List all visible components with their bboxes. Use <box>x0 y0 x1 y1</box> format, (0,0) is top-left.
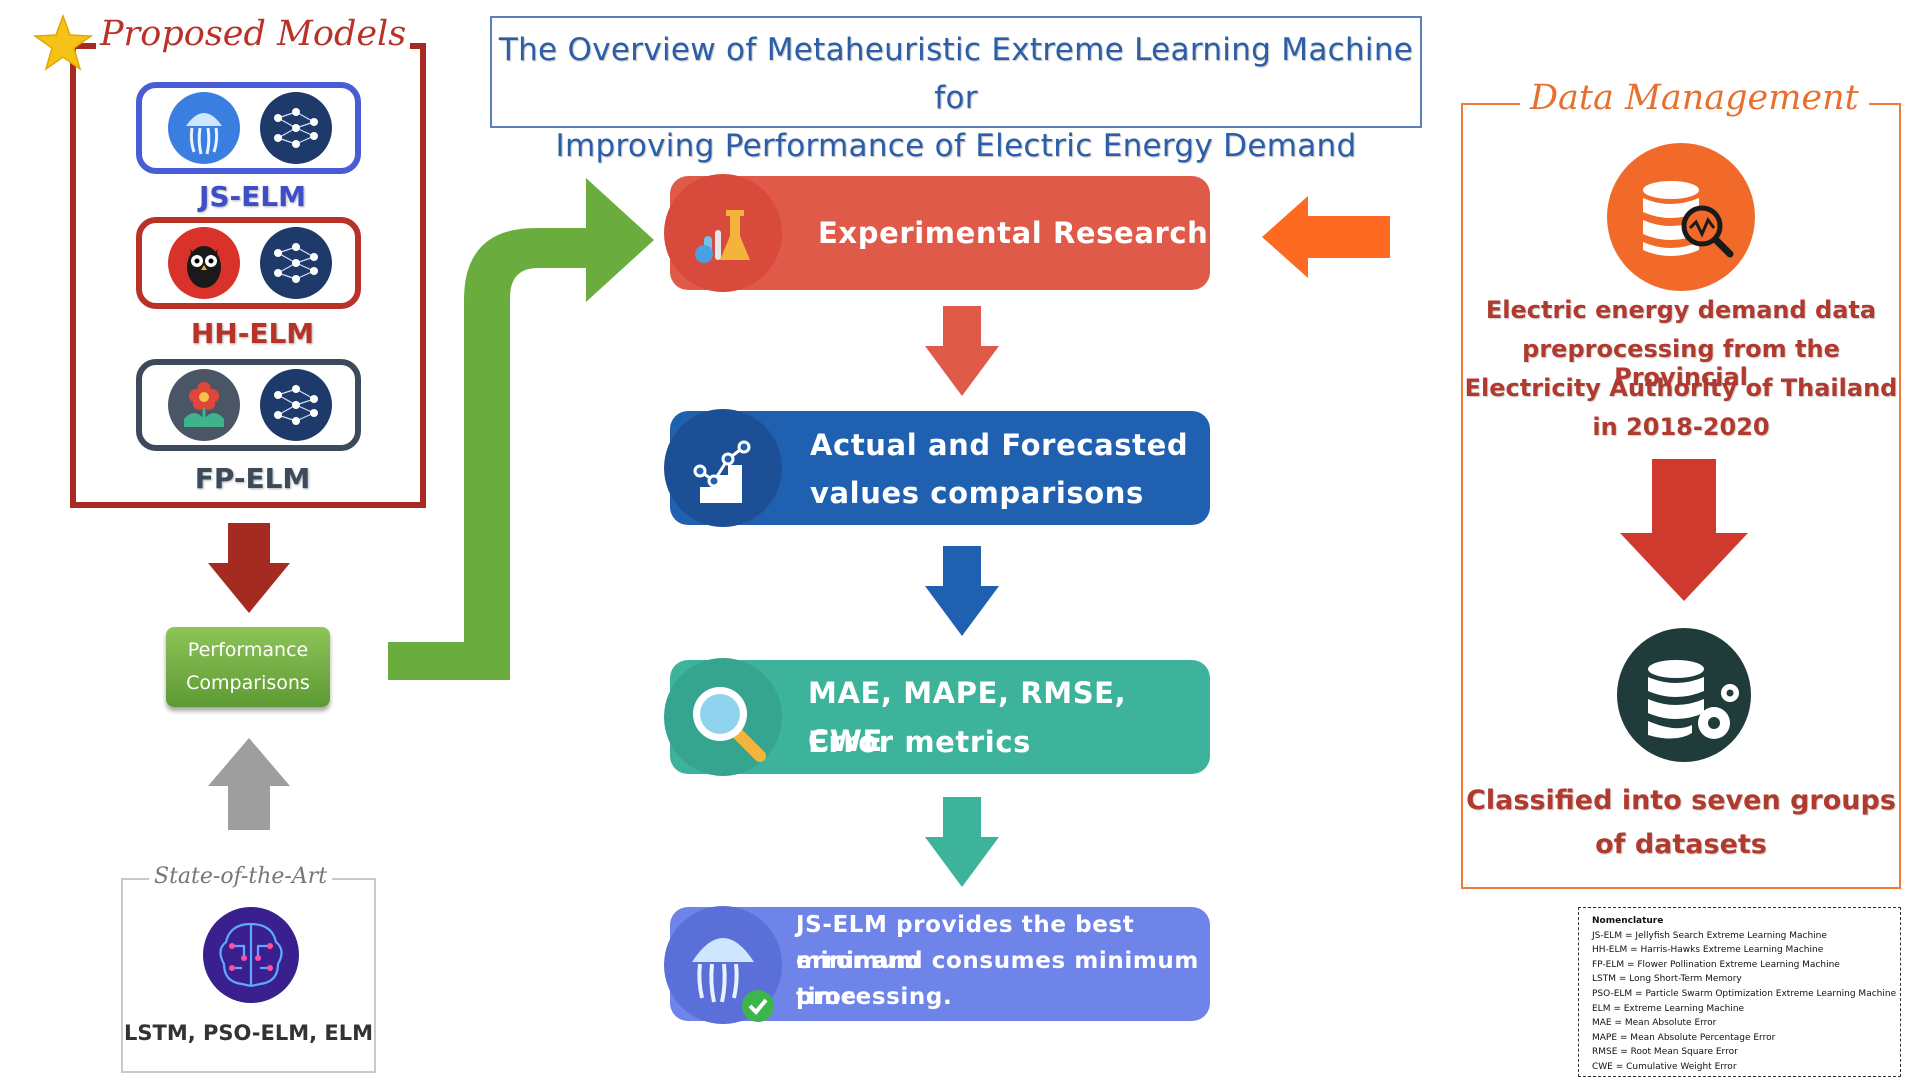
nomenclature-entry: CWE = Cumulative Weight Error <box>1592 1061 1737 1072</box>
model-card-fp-elm <box>136 359 361 451</box>
conclusion-line-2: error and consumes minimum time <box>796 948 1199 1010</box>
experimental-research-box: Experimental Research <box>664 174 1210 292</box>
line-chart-icon <box>664 409 782 527</box>
jellyfish-check-icon <box>664 906 782 1024</box>
nomenclature-entry: MAPE = Mean Absolute Percentage Error <box>1592 1032 1776 1043</box>
model-label-hh-elm: HH-ELM <box>190 317 315 350</box>
nomenclature-entry: LSTM = Long Short-Term Memory <box>1592 974 1742 985</box>
error-metrics-line-1: MAE, MAPE, RMSE, CWE <box>808 676 1127 758</box>
nomenclature-entry: MAE = Mean Absolute Error <box>1592 1018 1717 1029</box>
owl-icon <box>168 227 240 299</box>
actual-forecasted-line-2: values comparisons <box>810 476 1144 510</box>
down-arrow-1 <box>925 306 999 396</box>
title-line-1: The Overview of Metaheuristic Extreme Le… <box>498 32 1414 116</box>
nomenclature-entry: FP-ELM = Flower Pollination Extreme Lear… <box>1592 959 1840 970</box>
neural-network-icon <box>260 227 332 299</box>
data-desc-line-1: Electric energy demand data <box>1485 296 1877 324</box>
database-search-icon <box>1606 142 1756 292</box>
down-arrow-proposed <box>208 523 290 613</box>
model-card-hh-elm <box>136 217 361 309</box>
error-metrics-line-2: Error metrics evaluation <box>808 725 1031 807</box>
data-desc-line-2: preprocessing from the Provincial <box>1522 335 1840 391</box>
performance-comparisons-box: Performance Comparisons <box>166 627 330 707</box>
title-box: The Overview of Metaheuristic Extreme Le… <box>490 16 1422 212</box>
lab-flask-icon <box>664 174 782 292</box>
state-of-the-art-label: LSTM, PSO-ELM, ELM <box>123 1021 374 1045</box>
data-result-line-1: Classified into seven groups <box>1466 785 1896 816</box>
neural-network-icon <box>260 92 332 164</box>
nomenclature-entry: HH-ELM = Harris-Hawks Extreme Learning M… <box>1592 945 1824 956</box>
conclusion-line-3: processing. <box>796 984 953 1010</box>
neural-network-icon <box>260 369 332 441</box>
up-arrow-state-of-art <box>208 738 290 830</box>
nomenclature-entry: PSO-ELM = Particle Swarm Optimization Ex… <box>1592 988 1897 999</box>
nomenclature-entry: JS-ELM = Jellyfish Search Extreme Learni… <box>1592 930 1827 941</box>
error-metrics-box: MAE, MAPE, RMSE, CWE Error metrics evalu… <box>664 658 1210 807</box>
jellyfish-icon <box>168 92 240 164</box>
proposed-models-heading: Proposed Models <box>96 14 411 54</box>
actual-forecasted-box: Actual and Forecasted values comparisons <box>664 409 1210 527</box>
data-desc-line-3: Electricity Authority of Thailand <box>1464 374 1898 402</box>
actual-forecasted-line-1: Actual and Forecasted <box>810 428 1189 462</box>
model-card-js-elm <box>136 82 361 174</box>
conclusion-box: JS-ELM provides the best minimum error a… <box>664 906 1210 1024</box>
star-icon <box>32 14 94 72</box>
model-label-js-elm: JS-ELM <box>198 180 307 213</box>
database-gear-icon <box>1616 627 1752 763</box>
nomenclature-title: Nomenclature <box>1592 916 1664 926</box>
performance-line-2: Comparisons <box>186 672 310 694</box>
data-management-heading: Data Management <box>1520 78 1869 118</box>
data-desc-line-4: in 2018-2020 <box>1592 413 1770 441</box>
flower-icon <box>168 369 240 441</box>
nomenclature-box: Nomenclature JS-ELM = Jellyfish Search E… <box>1578 907 1901 1077</box>
experimental-research-text: Experimental Research <box>818 216 1209 250</box>
data-result-line-2: of datasets <box>1595 829 1767 860</box>
left-arrow-data <box>1262 196 1390 278</box>
green-connector-arrow <box>384 170 662 690</box>
nomenclature-entry: RMSE = Root Mean Square Error <box>1592 1047 1738 1058</box>
down-arrow-3 <box>925 797 999 887</box>
nomenclature-entry: ELM = Extreme Learning Machine <box>1592 1003 1745 1014</box>
model-label-fp-elm: FP-ELM <box>194 462 311 495</box>
magnifier-icon <box>664 658 782 776</box>
down-arrow-2 <box>925 546 999 636</box>
conclusion-line-1: JS-ELM provides the best minimum <box>796 912 1135 974</box>
performance-line-1: Performance <box>187 639 309 661</box>
brain-circuit-icon <box>202 906 300 1004</box>
state-of-the-art-heading: State-of-the-Art <box>149 864 333 889</box>
down-arrow-data <box>1620 459 1748 601</box>
